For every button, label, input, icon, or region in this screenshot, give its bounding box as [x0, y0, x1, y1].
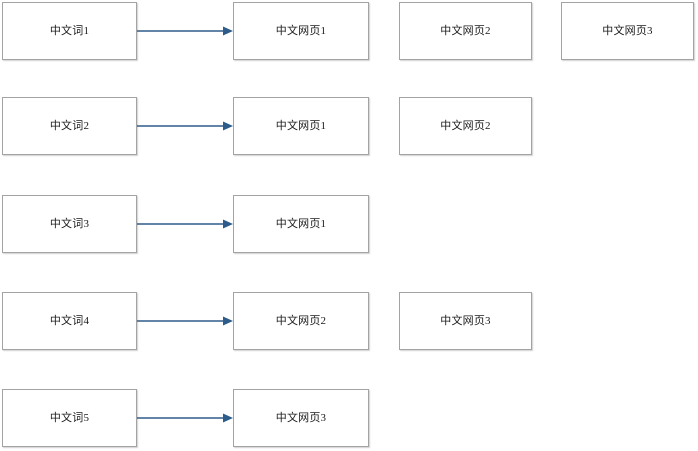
node-label: 中文网页2: [440, 119, 491, 132]
node-label: 中文网页1: [275, 119, 327, 132]
diagram-row: 中文词3 中文网页1: [0, 195, 698, 255]
diagram-row: 中文词2 中文网页1 中文网页2: [0, 97, 698, 157]
node-label: 中文网页2: [275, 314, 327, 327]
arrow-connector: [137, 292, 233, 350]
source-node[interactable]: 中文词3: [2, 195, 137, 253]
target-node[interactable]: 中文网页1: [233, 97, 369, 155]
node-label: 中文网页3: [440, 314, 491, 327]
source-node[interactable]: 中文词2: [2, 97, 137, 155]
node-label: 中文网页3: [602, 24, 653, 37]
node-label: 中文词2: [49, 119, 90, 132]
diagram-row: 中文词1 中文网页1 中文网页2 中文网页3: [0, 2, 698, 62]
node-label: 中文网页1: [275, 24, 327, 37]
node-label: 中文网页3: [275, 411, 327, 424]
source-node[interactable]: 中文词4: [2, 292, 137, 350]
node-label: 中文词1: [49, 24, 90, 37]
target-node[interactable]: 中文网页1: [233, 195, 369, 253]
node-label: 中文词5: [49, 411, 90, 424]
arrow-connector: [137, 97, 233, 155]
diagram-row: 中文词5 中文网页3: [0, 389, 698, 449]
node-label: 中文词4: [49, 314, 90, 327]
target-node[interactable]: 中文网页3: [399, 292, 532, 350]
node-label: 中文词3: [49, 217, 90, 230]
arrow-connector: [137, 195, 233, 253]
arrow-connector: [137, 2, 233, 60]
source-node[interactable]: 中文词5: [2, 389, 137, 447]
target-node[interactable]: 中文网页2: [399, 2, 532, 60]
node-label: 中文网页1: [275, 217, 327, 230]
target-node[interactable]: 中文网页3: [561, 2, 694, 60]
target-node[interactable]: 中文网页2: [399, 97, 532, 155]
target-node[interactable]: 中文网页1: [233, 2, 369, 60]
arrow-connector: [137, 389, 233, 447]
node-label: 中文网页2: [440, 24, 491, 37]
source-node[interactable]: 中文词1: [2, 2, 137, 60]
diagram-row: 中文词4 中文网页2 中文网页3: [0, 292, 698, 352]
target-node[interactable]: 中文网页2: [233, 292, 369, 350]
target-node[interactable]: 中文网页3: [233, 389, 369, 447]
